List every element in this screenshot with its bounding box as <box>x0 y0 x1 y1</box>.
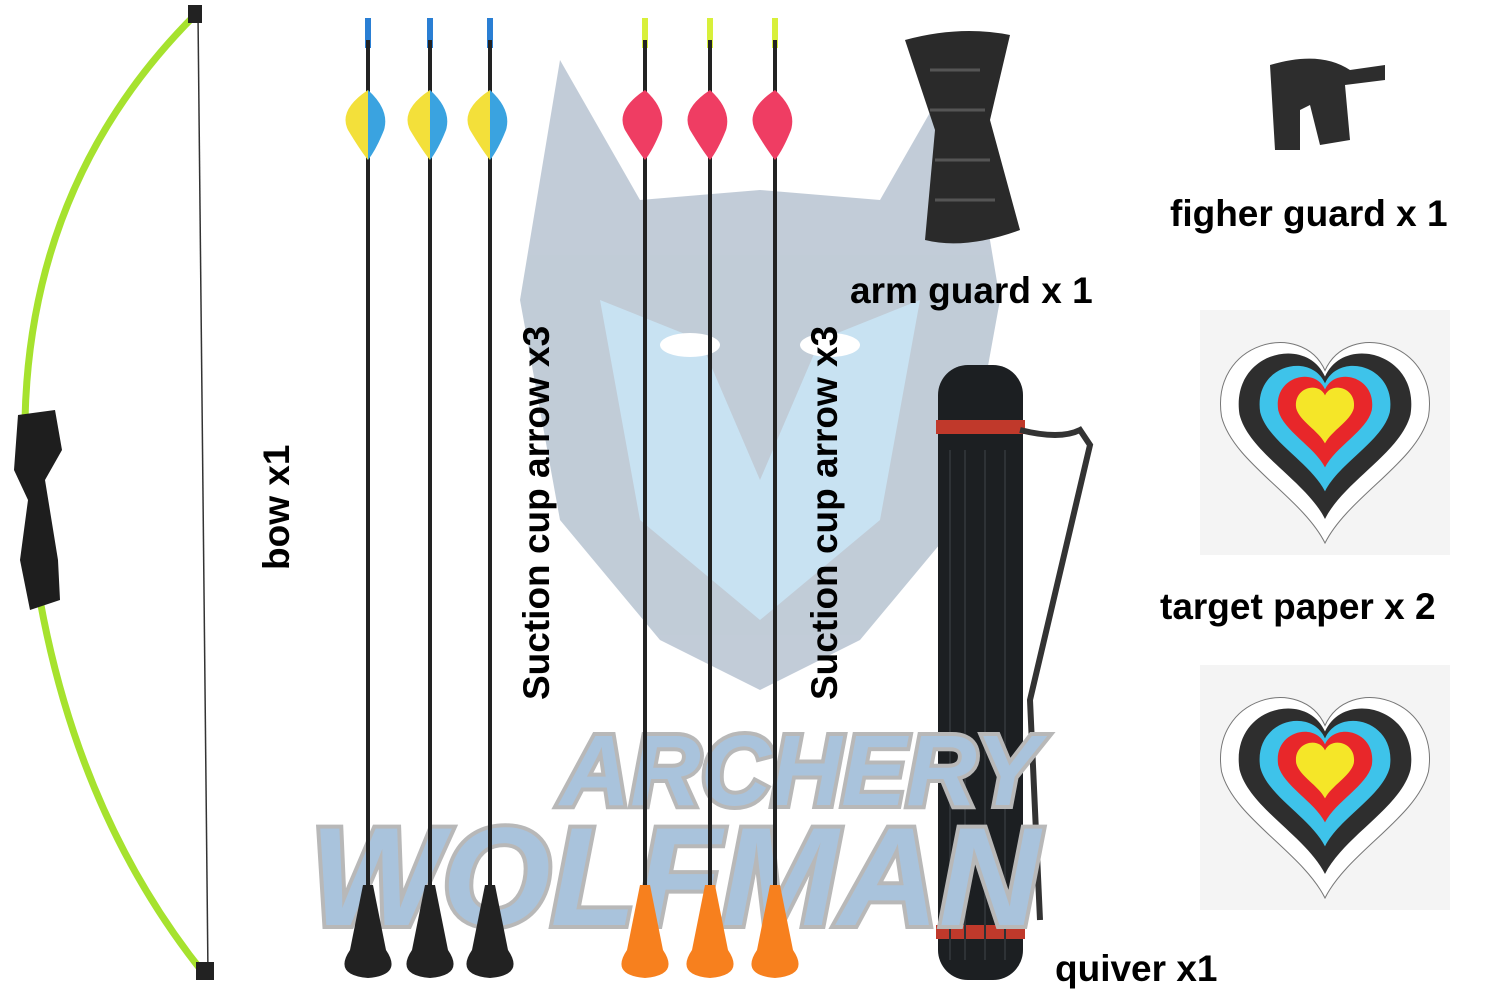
arrow-vane <box>687 90 710 160</box>
quiver <box>936 365 1094 980</box>
arrow-pink <box>751 18 799 978</box>
suction-cup-tip <box>406 885 454 978</box>
target-paper <box>1200 310 1450 555</box>
arrow-pink <box>686 18 734 978</box>
blue-arrows-label: Suction cup arrow x3 <box>516 325 557 700</box>
arrow-pink <box>621 18 669 978</box>
target-ring <box>1295 742 1355 799</box>
arrow-blue <box>344 18 392 978</box>
arrow-vane <box>345 90 368 160</box>
arrow-vane <box>645 90 663 160</box>
target-paper <box>1200 665 1450 910</box>
suction-cup-tip <box>686 885 734 978</box>
pink-arrows-label: Suction cup arrow x3 <box>804 325 845 700</box>
finger-guard-label: figher guard x 1 <box>1170 193 1448 234</box>
arm-guard <box>905 31 1020 244</box>
suction-cup-tip <box>466 885 514 978</box>
wolf-logo-watermark <box>520 60 1000 690</box>
arrow-vane <box>430 90 448 160</box>
suction-cup-tip <box>621 885 669 978</box>
arrow-nock <box>487 18 493 48</box>
arrow-vane <box>407 90 430 160</box>
suction-cup-tip <box>751 885 799 978</box>
arrow-nock <box>365 18 371 48</box>
bow-tip-top <box>188 5 202 23</box>
suction-cup-tip <box>344 885 392 978</box>
bow <box>14 5 214 980</box>
arrow-blue <box>406 18 454 978</box>
arrow-nock <box>642 18 648 48</box>
bow-riser <box>14 410 62 610</box>
watermark-line1: ARCHERY <box>557 715 1048 827</box>
target-ring <box>1295 387 1355 444</box>
arrow-vane <box>622 90 645 160</box>
arrow-nock <box>427 18 433 48</box>
arm-guard-label: arm guard x 1 <box>850 270 1093 311</box>
arrow-vane <box>368 90 386 160</box>
bow-string <box>197 14 209 976</box>
bow-upper-limb <box>21 12 198 421</box>
arrow-nock <box>707 18 713 48</box>
quiver-label: quiver x1 <box>1055 948 1218 989</box>
arrow-vane <box>710 90 728 160</box>
finger-guard <box>1270 58 1385 150</box>
bow-lower-limb <box>36 599 208 978</box>
arrow-vane <box>490 90 508 160</box>
arrow-vane <box>752 90 775 160</box>
bow-tip-bottom <box>196 962 214 980</box>
arrow-vane <box>775 90 793 160</box>
bow-label: bow x1 <box>256 444 297 570</box>
arrow-vane <box>467 90 490 160</box>
arrow-nock <box>772 18 778 48</box>
arrow-group <box>344 18 799 978</box>
arrow-blue <box>466 18 514 978</box>
target-paper-label: target paper x 2 <box>1160 586 1436 627</box>
